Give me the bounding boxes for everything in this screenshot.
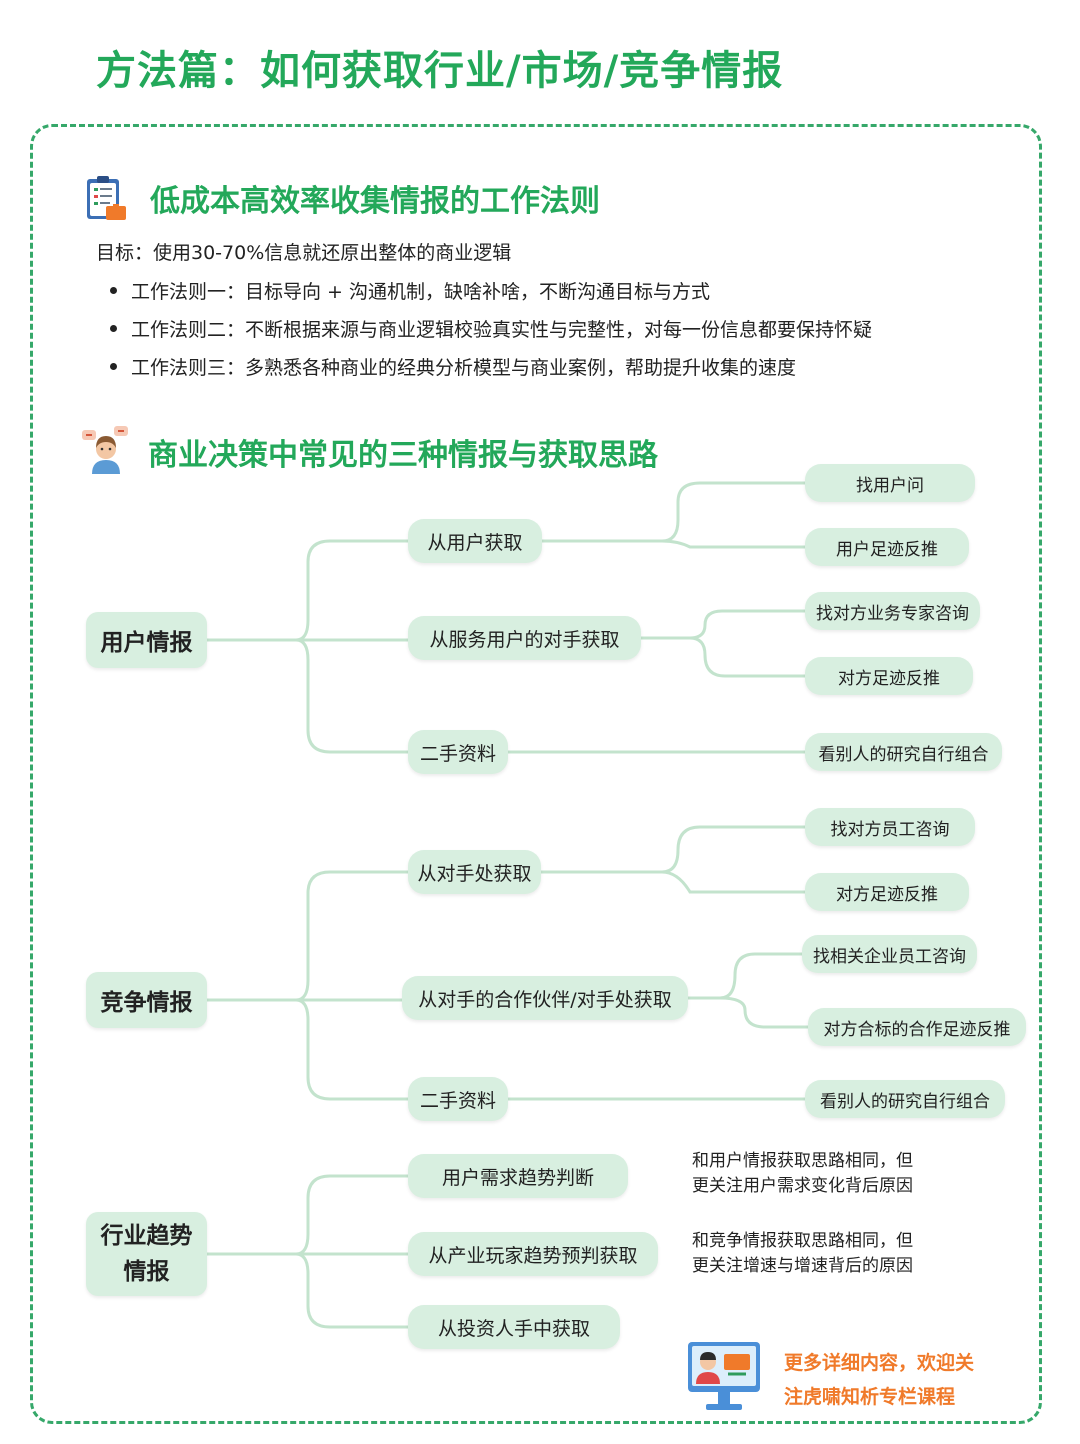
leaf-node: 找对方业务专家咨询 [805, 592, 980, 630]
goal-text: 目标：使用30-70%信息就还原出整体的商业逻辑 [96, 242, 512, 264]
note-line: 和用户情报获取思路相同，但 [692, 1151, 913, 1171]
connector [294, 1252, 410, 1329]
connector [294, 539, 410, 642]
section-title-three-intel: 商业决策中常见的三种情报与获取思路 [148, 438, 658, 473]
promo-line2: 注虎啸知析专栏课程 [784, 1386, 956, 1408]
leaf-node: 找相关企业员工咨询 [802, 935, 977, 973]
thinking-person-icon [80, 424, 132, 476]
leaf-node: 对方合标的合作足迹反推 [808, 1008, 1026, 1046]
root-label-line1: 行业趋势 [100, 1223, 193, 1249]
bullet [110, 287, 117, 294]
branch-node: 二手资料 [408, 730, 508, 774]
connector [294, 998, 410, 1101]
connector [294, 1174, 410, 1256]
section-title-work-rules: 低成本高效率收集情报的工作法则 [150, 184, 600, 219]
leaf-node: 用户足迹反推 [805, 528, 969, 566]
trend-note-2: 和竞争情报获取思路相同，但 更关注增速与增速背后的原因 [692, 1229, 913, 1279]
page-title: 方法篇：如何获取行业/市场/竞争情报 [96, 48, 784, 94]
leaf-node: 找对方员工咨询 [805, 808, 975, 846]
branch-node: 用户需求趋势判断 [408, 1154, 628, 1198]
connector [686, 952, 804, 1000]
leaf-node: 看别人的研究自行组合 [805, 1080, 1005, 1118]
branch-node: 从用户获取 [408, 519, 542, 563]
rule-text: 工作法则三：多熟悉各种商业的经典分析模型与商业案例，帮助提升收集的速度 [131, 357, 797, 379]
content-frame [30, 124, 1042, 1424]
note-line: 更关注用户需求变化背后原因 [692, 1176, 913, 1196]
root-user-intel: 用户情报 [86, 612, 207, 668]
rule-text: 工作法则二：不断根据来源与商业逻辑校验真实性与完整性，对每一份信息都要保持怀疑 [131, 319, 873, 341]
trend-note-1: 和用户情报获取思路相同，但 更关注用户需求变化背后原因 [692, 1149, 913, 1199]
connector [294, 638, 410, 754]
leaf-node: 对方足迹反推 [805, 873, 969, 911]
leaf-node: 找用户问 [805, 464, 975, 502]
root-compete-intel: 竞争情报 [86, 972, 207, 1028]
branch-node: 二手资料 [408, 1077, 508, 1121]
leaf-node: 看别人的研究自行组合 [805, 733, 1002, 771]
connector [639, 609, 807, 640]
rule-text: 工作法则一：目标导向 + 沟通机制，缺啥补啥，不断沟通目标与方式 [131, 281, 711, 303]
note-line: 和竞争情报获取思路相同，但 [692, 1231, 913, 1251]
rule-item: 工作法则三：多熟悉各种商业的经典分析模型与商业案例，帮助提升收集的速度 [110, 353, 796, 380]
rule-item: 工作法则一：目标导向 + 沟通机制，缺啥补啥，不断沟通目标与方式 [110, 277, 710, 304]
leaf-node: 对方足迹反推 [805, 657, 973, 695]
connector [539, 825, 807, 874]
computer-learning-icon [686, 1340, 764, 1416]
promo-line1: 更多详细内容，欢迎关 [784, 1352, 975, 1374]
connector [540, 539, 807, 549]
connector [686, 996, 810, 1029]
branch-node: 从对手的合作伙伴/对手处获取 [402, 976, 688, 1020]
connector [540, 481, 807, 543]
note-line: 更关注增速与增速背后的原因 [692, 1256, 913, 1276]
branch-node: 从产业玩家趋势预判获取 [408, 1232, 658, 1276]
branch-node: 从服务用户的对手获取 [408, 616, 641, 660]
root-trend-intel: 行业趋势 情报 [86, 1212, 207, 1296]
clipboard-icon [84, 174, 128, 222]
connector [539, 870, 807, 894]
connector [294, 870, 410, 1002]
root-label-line2: 情报 [123, 1259, 170, 1285]
branch-node: 从投资人手中获取 [408, 1305, 620, 1349]
connector [639, 636, 807, 678]
rule-item: 工作法则二：不断根据来源与商业逻辑校验真实性与完整性，对每一份信息都要保持怀疑 [110, 315, 872, 342]
bullet [110, 325, 117, 332]
branch-node: 从对手处获取 [408, 850, 541, 894]
bullet [110, 363, 117, 370]
